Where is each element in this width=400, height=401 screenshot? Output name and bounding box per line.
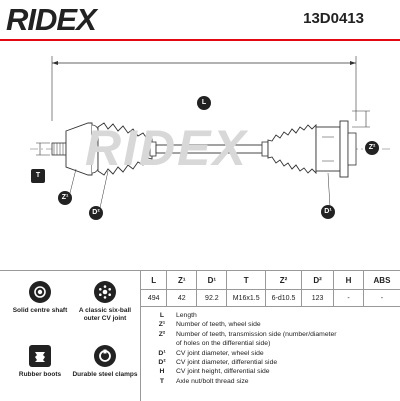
driveshaft-svg (30, 56, 390, 209)
legend-row: D¹ CV joint diameter, wheel side (148, 349, 398, 358)
spec-header: Z¹ (166, 271, 198, 290)
spec-legend: L Length Z¹ Number of teeth, wheel side Z²… (148, 311, 398, 386)
spec-value: M16x1.5 (226, 289, 266, 307)
solid-shaft-icon (29, 281, 51, 303)
legend-key: Z² (158, 330, 166, 338)
legend-row: D² CV joint diameter, differential side (148, 358, 398, 367)
feature-label: A classic six-ball outer CV joint (78, 307, 132, 322)
spec-value: - (363, 289, 400, 307)
d1-label: D¹ (321, 205, 335, 219)
inner-rubber-boot (267, 123, 317, 175)
legend-key (148, 339, 176, 348)
legend-row: of holes on the differential side) (148, 339, 398, 348)
spec-table: L Z¹ D¹ T Z² D² H ABS 494 42 92.2 M16x1.… (141, 271, 400, 307)
legend-text: CV joint diameter, wheel side (176, 349, 264, 357)
legend-text: Length (176, 312, 197, 319)
legend-row: Z² Number of teeth, transmission side (nu… (148, 330, 398, 339)
outer-cv-joint (65, 122, 93, 176)
outer-rubber-boot (97, 122, 153, 176)
spec-value: 42 (166, 289, 198, 307)
feature-label: Durable steel clamps (72, 371, 138, 378)
spec-header: D¹ (196, 271, 228, 290)
feature-steel-clamps: Durable steel clamps (70, 335, 140, 379)
legend-text: Number of teeth, transmission side (numb… (176, 330, 337, 338)
inner-clamp (261, 141, 269, 157)
steel-clamp-icon (94, 345, 116, 367)
inner-cv-joint (315, 126, 341, 172)
spec-header-row: L Z¹ D¹ T Z² D² H ABS (141, 271, 400, 290)
legend-key: H (159, 368, 165, 376)
legend-key: L (159, 312, 165, 319)
features-panel: Solid centre shaft A classic six-ball ou… (0, 271, 141, 401)
feature-label: Rubber boots (18, 371, 62, 378)
spec-value: 6-d10.5 (265, 289, 303, 307)
feature-six-ball-joint: A classic six-ball outer CV joint (70, 271, 140, 323)
part-number: 13D0413 (303, 10, 364, 27)
spec-header: D² (301, 271, 335, 290)
legend-text: CV joint height, differential side (176, 368, 270, 376)
d2-label: D² (89, 206, 103, 220)
spec-value: 92.2 (196, 289, 228, 307)
length-arrow-right (350, 61, 356, 65)
feature-rubber-boots: Rubber boots (5, 335, 75, 379)
legend-row: T Axle nut/bolt thread size (148, 377, 398, 386)
header: RIDEX 13D0413 (0, 0, 400, 41)
inner-flange (339, 120, 349, 178)
legend-text: Axle nut/bolt thread size (176, 377, 249, 385)
brand-name: RIDEX (6, 2, 97, 37)
legend-key: D² (158, 359, 166, 367)
rubber-boot-icon (29, 345, 51, 367)
length-arrow-left (52, 61, 58, 65)
legend-row: H CV joint height, differential side (148, 367, 398, 376)
legend-row: L Length (148, 311, 398, 320)
header-divider (0, 39, 400, 41)
six-ball-joint-icon (94, 281, 116, 303)
feature-label: Solid centre shaft (12, 307, 68, 314)
feature-solid-shaft: Solid centre shaft (5, 271, 75, 315)
spec-value: 494 (141, 289, 168, 307)
legend-key: Z¹ (158, 321, 166, 329)
specification-area: Solid centre shaft A classic six-ball ou… (0, 270, 400, 401)
watermark: RIDEX (85, 120, 248, 176)
legend-key: T (159, 377, 165, 385)
legend-text: CV joint diameter, differential side (176, 359, 278, 367)
thread-label: T (31, 169, 45, 183)
legend-key: D¹ (158, 349, 166, 357)
legend-row: Z¹ Number of teeth, wheel side (148, 320, 398, 329)
spec-header: L (141, 271, 168, 290)
legend-text: of holes on the differential side) (176, 340, 271, 348)
z2-label: Z² (365, 141, 379, 155)
spec-value: 123 (301, 289, 335, 307)
length-label: L (197, 96, 211, 110)
spec-header: ABS (363, 271, 400, 290)
spec-header: Z² (265, 271, 303, 290)
spec-header: H (333, 271, 364, 290)
brand-logo: RIDEX (6, 2, 97, 38)
spec-value-row: 494 42 92.2 M16x1.5 6-d10.5 123 - - (141, 289, 400, 307)
driveshaft-drawing: RIDEX (0, 41, 400, 270)
spec-value: - (333, 289, 364, 307)
z1-label: Z¹ (58, 191, 72, 205)
legend-text: Number of teeth, wheel side (176, 321, 261, 329)
spec-header: T (226, 271, 266, 290)
